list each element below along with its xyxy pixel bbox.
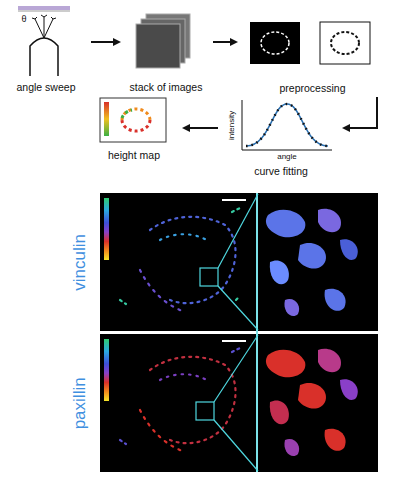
panel-label: paxillin	[71, 377, 90, 429]
panel-label: vinculin	[71, 234, 90, 291]
flow-arrow	[91, 41, 119, 43]
step-node: preprocessing	[240, 14, 385, 95]
axis-label: angle	[277, 153, 297, 162]
step-node: curve fitting	[222, 98, 340, 178]
flow-arrow	[184, 127, 218, 129]
step-caption: curve fitting	[254, 165, 308, 178]
axis-label: intensity	[229, 110, 238, 139]
step-caption: angle sweep	[17, 81, 76, 94]
step-caption: stack of images	[130, 81, 203, 94]
step-caption: height map	[108, 149, 160, 162]
step-node: angle sweep	[5, 4, 87, 94]
angle-symbol: θ	[21, 15, 26, 25]
step-caption: preprocessing	[280, 82, 346, 95]
flow-arrow	[213, 41, 236, 43]
step-node: stack of images	[123, 4, 209, 94]
step-node: height map	[88, 94, 180, 162]
flow-arrow	[344, 97, 377, 128]
